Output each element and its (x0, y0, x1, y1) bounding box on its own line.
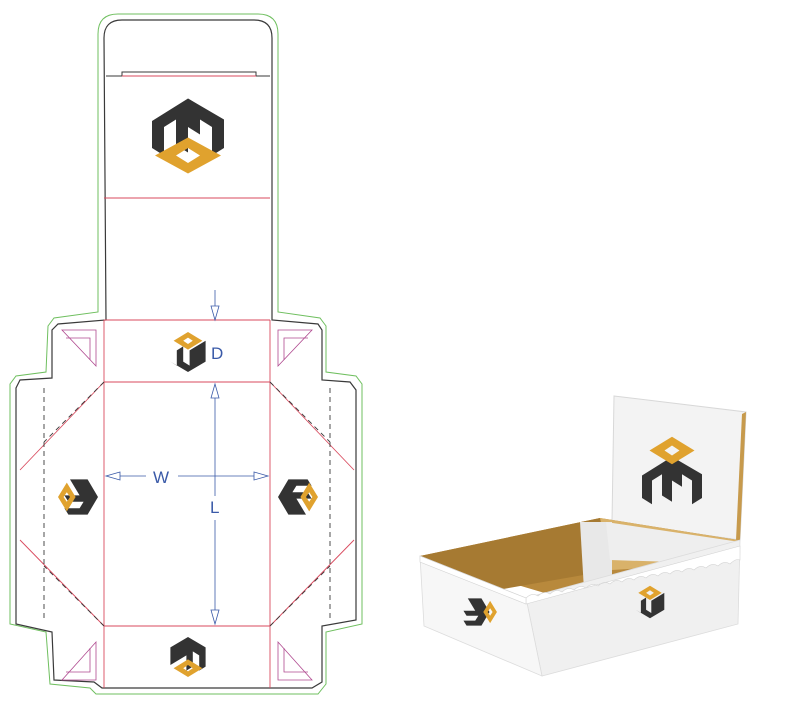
logo-icon (635, 585, 665, 619)
logo-icon (642, 436, 702, 505)
logo-icon (170, 637, 206, 677)
depth-label: D (211, 344, 223, 363)
box-3d-render (419, 395, 747, 677)
logo-icon (152, 98, 224, 174)
corner-gussets (61, 329, 313, 681)
bleed-outline (9, 13, 363, 695)
width-label: W (153, 468, 169, 487)
side-flap-dashes (43, 381, 331, 627)
length-label: L (210, 498, 219, 517)
dieline: D W L (9, 13, 363, 695)
cut-outline (15, 19, 357, 689)
